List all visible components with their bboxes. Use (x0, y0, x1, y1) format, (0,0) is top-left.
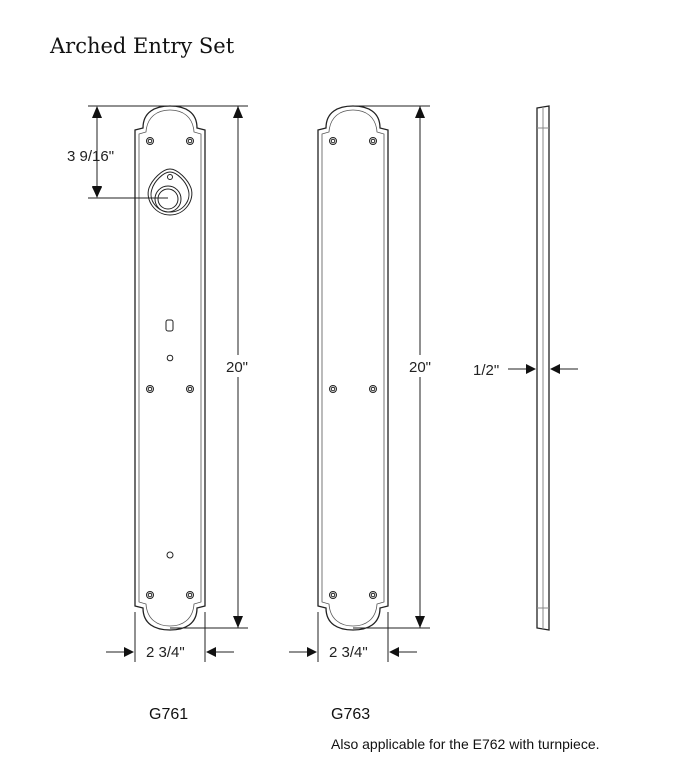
cylinder-offset-dimension: 3 9/16" (67, 148, 114, 165)
cylinder-rose (147, 168, 193, 216)
pin-hole (166, 354, 174, 362)
g763-plate (317, 105, 389, 631)
g761-plate (134, 105, 206, 631)
lower-hole (166, 551, 174, 559)
side-profile (536, 105, 550, 631)
g763-height-dimension: 20" (409, 359, 431, 376)
g761-height-dimension: 20" (226, 359, 248, 376)
page-title: Arched Entry Set (50, 34, 235, 58)
thickness-dimension: 1/2" (473, 362, 499, 379)
g763-width-dimension: 2 3/4" (329, 644, 368, 661)
model-label-g763: G763 (331, 706, 371, 723)
latch-slot (165, 319, 174, 332)
model-label-g761: G761 (149, 706, 189, 723)
applicability-note: Also applicable for the E762 with turnpi… (331, 736, 600, 752)
screw-holes (146, 137, 194, 599)
g761-width-dimension: 2 3/4" (146, 644, 185, 661)
